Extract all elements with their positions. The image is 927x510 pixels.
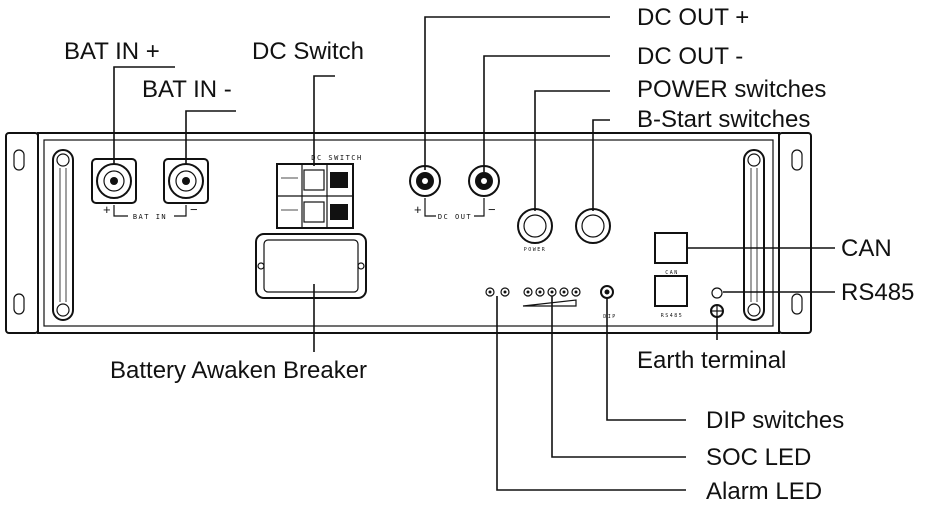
power-switches-label: POWER switches (637, 76, 826, 103)
bat-in-minus-connector[interactable] (163, 158, 209, 204)
leader-bat-in-minus (185, 110, 236, 165)
dc-switch[interactable]: DC SWITCH (276, 154, 363, 229)
bat-in-plus-sign: + (103, 202, 111, 217)
dip-switches-label: DIP switches (706, 407, 844, 434)
leader-dc-out-minus (483, 55, 610, 172)
can-marking: CAN (665, 270, 679, 276)
dc-switch-marking: DC SWITCH (311, 154, 362, 162)
right-handle[interactable] (743, 149, 765, 321)
soc-leds (522, 287, 581, 307)
b-start-switch[interactable] (575, 208, 611, 244)
power-switch[interactable]: POWER (517, 208, 553, 253)
bat-in-plus-connector[interactable] (91, 158, 137, 204)
alarm-led-label: Alarm LED (706, 478, 822, 505)
bat-in-minus-sign: − (190, 202, 198, 217)
rs485-port[interactable]: RS485 (654, 275, 688, 319)
leader-b-start (592, 119, 610, 211)
right-rack-ear (778, 132, 812, 334)
left-rack-ear (5, 132, 39, 334)
leader-dc-switch (313, 75, 335, 166)
soc-level-wedge (522, 299, 577, 307)
can-label: CAN (841, 235, 892, 262)
bat-in-minus-label: BAT IN - (142, 76, 232, 103)
bat-in-label: BAT IN (133, 213, 167, 221)
power-marking: POWER (524, 247, 547, 253)
dip-marking: DIP (603, 314, 617, 320)
dc-out-minus-sign: − (488, 202, 496, 217)
battery-awaken-breaker[interactable] (255, 233, 367, 299)
leader-lines (113, 16, 835, 491)
bat-in-marking: + − BAT IN (103, 202, 198, 221)
leader-soc (551, 296, 686, 458)
dc-switch-label: DC Switch (252, 38, 364, 65)
can-port[interactable]: CAN (654, 232, 688, 276)
soc-led-label: SOC LED (706, 444, 811, 471)
bat-in-plus-label: BAT IN + (64, 38, 160, 65)
rs485-marking: RS485 (661, 313, 684, 319)
b-start-switches-label: B-Start switches (637, 106, 810, 133)
dc-out-label: DC OUT (438, 213, 472, 221)
dc-out-marking: + − DC OUT (414, 198, 496, 221)
leader-dc-out-plus (424, 16, 610, 170)
earth-terminal[interactable] (710, 287, 724, 318)
dip-switch[interactable]: DIP (600, 285, 617, 320)
alarm-leds (485, 287, 510, 297)
front-panel (37, 132, 780, 334)
leader-alarm (496, 296, 686, 491)
leader-dip (606, 298, 686, 421)
dc-out-minus-label: DC OUT - (637, 43, 743, 70)
leader-bat-in-plus (113, 66, 175, 165)
left-handle[interactable] (52, 149, 74, 321)
dc-out-plus-terminal[interactable] (409, 165, 441, 197)
dc-out-plus-sign: + (414, 202, 422, 217)
callout-labels: BAT IN + BAT IN - DC Switch DC OUT + DC … (64, 4, 914, 505)
earth-terminal-label: Earth terminal (637, 347, 786, 374)
dc-out-plus-label: DC OUT + (637, 4, 749, 31)
battery-awaken-breaker-label: Battery Awaken Breaker (110, 357, 367, 384)
rs485-label: RS485 (841, 279, 914, 306)
leader-power (534, 90, 610, 211)
